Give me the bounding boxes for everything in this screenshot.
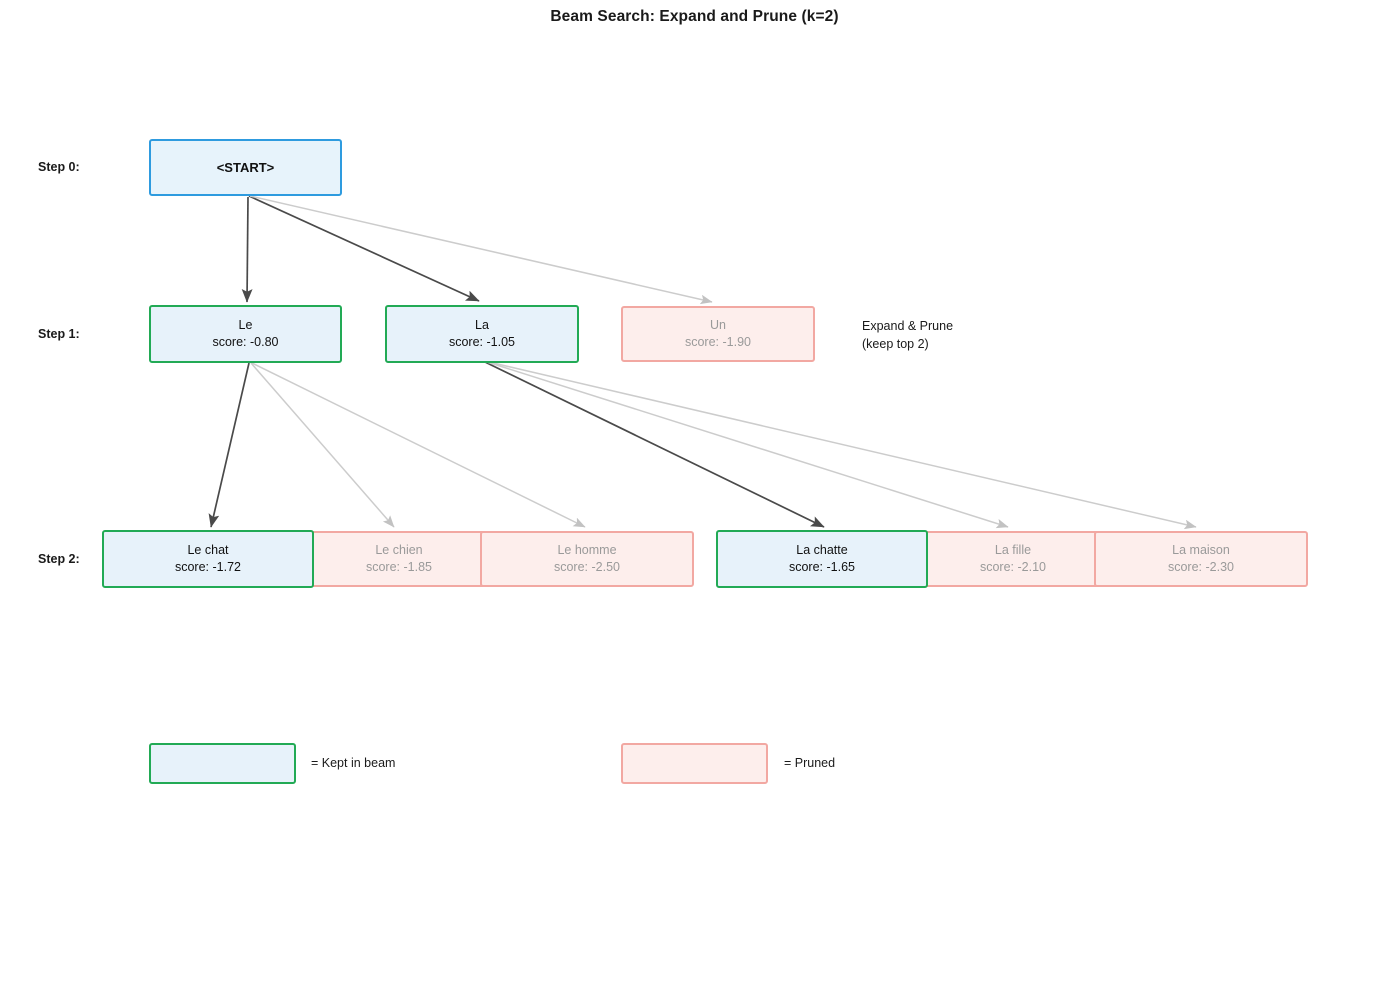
- node-label: Le chat: [187, 543, 229, 558]
- node-score: score: -2.10: [979, 560, 1046, 574]
- edge-le-to-le-chien: [250, 362, 395, 528]
- node-label: Un: [710, 318, 726, 333]
- step-label-2: Step 2:: [38, 552, 80, 566]
- node-label: Le homme: [557, 543, 617, 558]
- node-label: La chatte: [796, 543, 848, 558]
- node-score: score: -1.65: [788, 560, 855, 574]
- node-label: La fille: [994, 543, 1032, 558]
- node-score: score: -0.80: [212, 335, 279, 349]
- step-label-0: Step 0:: [38, 160, 80, 174]
- legend-swatch-kept: [149, 743, 296, 784]
- node-le-chien[interactable]: Le chien score: -1.85: [295, 531, 503, 587]
- node-la-maison[interactable]: La maison score: -2.30: [1094, 531, 1308, 587]
- edge-start-to-la: [248, 195, 480, 302]
- page-title: Beam Search: Expand and Prune (k=2): [550, 8, 839, 25]
- node-la-chatte[interactable]: La chatte score: -1.65: [716, 530, 928, 588]
- legend-swatch-pruned: [621, 743, 768, 784]
- edge-start-to-le: [241, 196, 253, 303]
- node-score: score: -2.30: [1167, 560, 1234, 574]
- legend-label-pruned: = Pruned: [784, 756, 836, 770]
- expand-prune-annotation: Expand & Prune (keep top 2): [862, 319, 954, 352]
- edge-la-to-la-chatte: [484, 361, 825, 528]
- node-label: Le chien: [375, 543, 423, 558]
- node-la[interactable]: La score: -1.05: [385, 305, 579, 363]
- edge-start-to-un: [249, 195, 713, 305]
- edge-la-to-la-fille: [486, 361, 1009, 529]
- step-label-1: Step 1:: [38, 327, 80, 341]
- node-un[interactable]: Un score: -1.90: [621, 306, 815, 362]
- node-score: score: -1.05: [448, 335, 515, 349]
- node-la-fille[interactable]: La fille score: -2.10: [909, 531, 1117, 587]
- node-start[interactable]: <START>: [149, 139, 342, 196]
- node-label: <START>: [216, 159, 275, 175]
- node-label: Le: [238, 318, 253, 333]
- node-score: score: -1.85: [365, 560, 432, 574]
- node-label: La maison: [1172, 543, 1230, 558]
- node-le[interactable]: Le score: -0.80: [149, 305, 342, 363]
- edge-la-to-la-maison: [488, 361, 1197, 530]
- node-le-homme[interactable]: Le homme score: -2.50: [480, 531, 694, 587]
- edge-le-to-le-homme: [251, 362, 586, 528]
- node-score: score: -1.90: [684, 335, 751, 349]
- node-label: La: [475, 318, 489, 333]
- edge-le-to-le-chat: [208, 362, 250, 528]
- node-score: score: -1.72: [174, 560, 241, 574]
- node-score: score: -2.50: [553, 560, 620, 574]
- node-le-chat[interactable]: Le chat score: -1.72: [102, 530, 314, 588]
- legend-label-kept: = Kept in beam: [311, 756, 396, 770]
